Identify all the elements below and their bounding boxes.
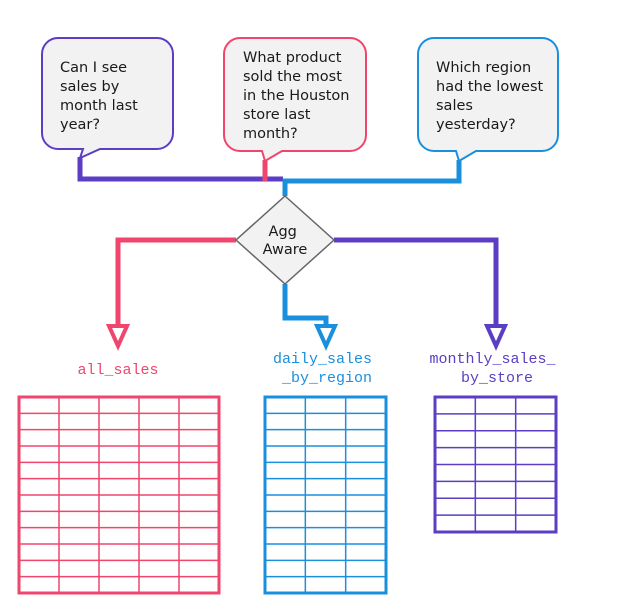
red-arrowhead [105, 324, 131, 351]
purple-connector [77, 157, 283, 182]
connectors [77, 157, 509, 351]
question-bubble-1: Can I see sales by month last year? [41, 37, 174, 160]
blue-connector [282, 160, 462, 196]
question-3-text: Which region had the lowest sales yester… [436, 60, 548, 133]
table-border [263, 395, 388, 595]
question-bubble-3: Which region had the lowest sales yester… [417, 37, 559, 163]
all-sales-label: all_sales [77, 362, 158, 379]
agg-aware-decision: Agg Aware [234, 194, 336, 286]
monthly-sales-by-store-table [433, 395, 558, 534]
question-bubble-2: What product sold the most in the Housto… [223, 37, 367, 163]
blue-arrowhead [313, 324, 339, 351]
purple-arrowhead [483, 324, 509, 351]
question-2-text: What product sold the most in the Housto… [243, 50, 354, 142]
question-1-text: Can I see sales by month last year? [60, 60, 142, 133]
table-border [17, 395, 221, 595]
decision-text: Agg Aware [263, 224, 308, 258]
red-branch-line [115, 237, 236, 332]
table-border [433, 395, 558, 534]
daily-sales-by-region-table [263, 395, 388, 595]
purple-branch-line [334, 237, 499, 332]
blue-branch-line [282, 284, 329, 330]
daily-sales-by-region-label: daily_sales _by_region [273, 351, 381, 387]
all-sales-table [17, 395, 221, 595]
monthly-sales-by-store-label: monthly_sales_ by_store [429, 351, 564, 387]
